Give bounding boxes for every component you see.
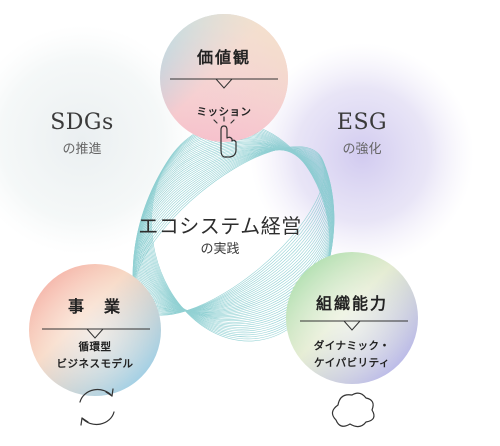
pointing-hand-icon: [213, 116, 237, 158]
capability-line1: ダイナミック・: [313, 340, 391, 352]
ring-line: [134, 148, 334, 312]
sdgs-halo: [0, 25, 197, 255]
sdgs-subtitle: の推進: [62, 142, 102, 157]
center-title: エコシステム経営: [138, 214, 302, 238]
ring-line: [138, 140, 335, 320]
values-subtitle: ミッション: [196, 106, 252, 118]
center-subtitle: の実践: [200, 242, 240, 257]
esg-halo: [250, 43, 474, 267]
capability-node: [286, 252, 418, 428]
ring-line: [139, 139, 335, 322]
amoeba-icon: [331, 392, 375, 428]
ring-line: [135, 146, 334, 314]
ring-line: [137, 143, 335, 318]
business-node: [29, 264, 161, 426]
business-title: 事 業: [67, 297, 122, 316]
cycle-arrows-icon: [79, 388, 115, 426]
sdgs-title: SDGs: [50, 110, 114, 135]
ring-line: [136, 145, 335, 315]
esg-subtitle: の強化: [342, 142, 382, 157]
ring-line: [140, 138, 334, 323]
business-line1: 循環型: [78, 341, 112, 353]
ring-line: [142, 135, 334, 326]
esg-title: ESG: [336, 110, 388, 135]
ring-line: [141, 136, 334, 325]
ring-line: [134, 147, 334, 313]
business-line2: ビジネスモデル: [56, 358, 134, 370]
values-title: 価値観: [196, 48, 251, 67]
capability-line2: ケイパビリティ: [314, 357, 390, 369]
capability-title: 組織能力: [315, 294, 388, 313]
ring-line: [135, 145, 335, 314]
values-node: [160, 14, 288, 158]
ring-line: [136, 144, 335, 316]
ring-line: [138, 141, 335, 319]
